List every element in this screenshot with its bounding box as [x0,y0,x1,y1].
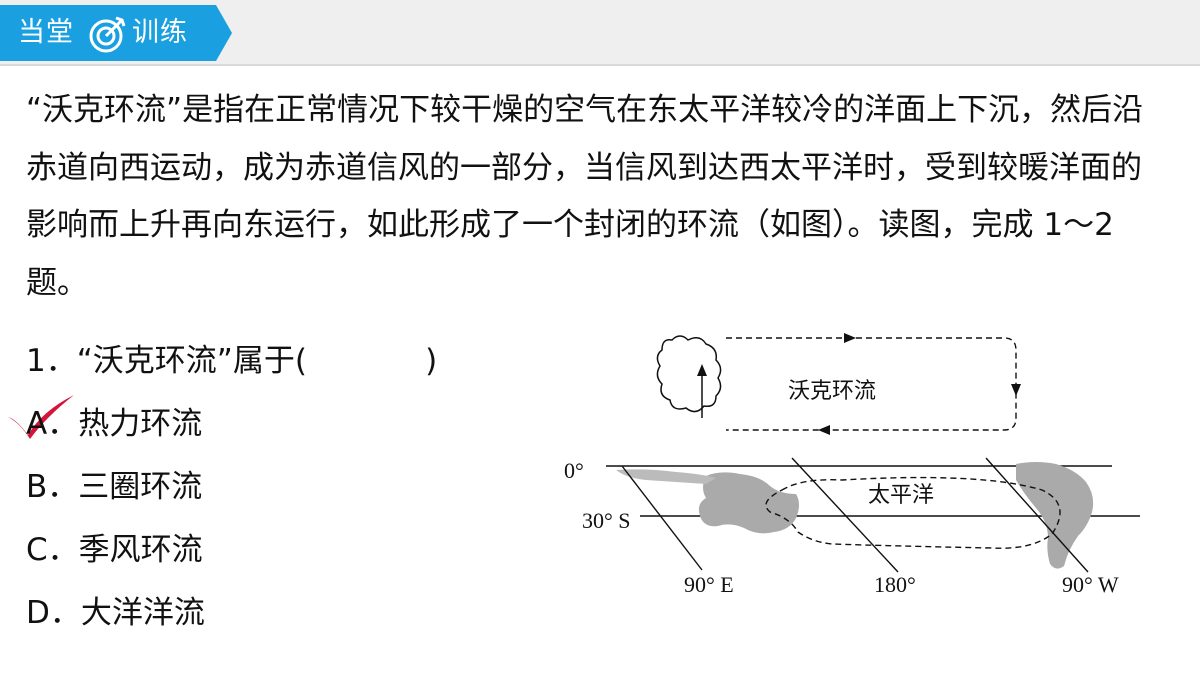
pacific-region [765,476,1061,549]
south-america-landmass [1016,462,1094,569]
circulation-label: 沃克环流 [788,378,876,403]
cloud-icon [656,335,722,418]
option-c[interactable]: C．季风环流 [26,532,203,568]
passage-text: “沃克环流”是指在正常情况下较干燥的空气在东太平洋较冷的洋面上下沉，然后沿赤道向… [26,92,1144,301]
lon-180-line [791,457,899,573]
section-tag: 当堂 训练 [0,5,232,61]
lon-label-180: 180° [874,572,916,597]
lon-label-90w: 90° W [1062,572,1119,597]
top-bar-divider [0,64,1200,66]
walker-circulation-diagram: 沃克环流 太平洋 0° 30° S 90° E 180° 90° W [564,333,1140,597]
lon-90e-line [621,465,703,571]
indonesia-landmass [616,469,716,484]
option-a[interactable]: A．热力环流 [26,406,203,442]
target-arrow-icon [89,16,126,53]
option-d[interactable]: D．大洋洋流 [26,595,205,631]
arrow-east [844,333,856,343]
arrow-down [1011,384,1021,396]
australia-landmass [698,472,799,534]
section-tag-background [0,5,232,61]
checkmark-icon [8,395,74,439]
option-b[interactable]: B．三圈环流 [26,469,203,505]
ocean-label: 太平洋 [868,482,934,507]
lon-90w-line [985,457,1089,573]
arrow-west [818,425,830,435]
section-tag-right-text: 训练 [132,17,188,48]
question-stem: 1．“沃克环流”属于( ) [26,343,438,379]
section-tag-left-text: 当堂 [18,17,74,48]
lon-label-90e: 90° E [684,572,734,597]
lat-label-30s: 30° S [582,508,631,533]
lat-label-0: 0° [564,458,584,483]
